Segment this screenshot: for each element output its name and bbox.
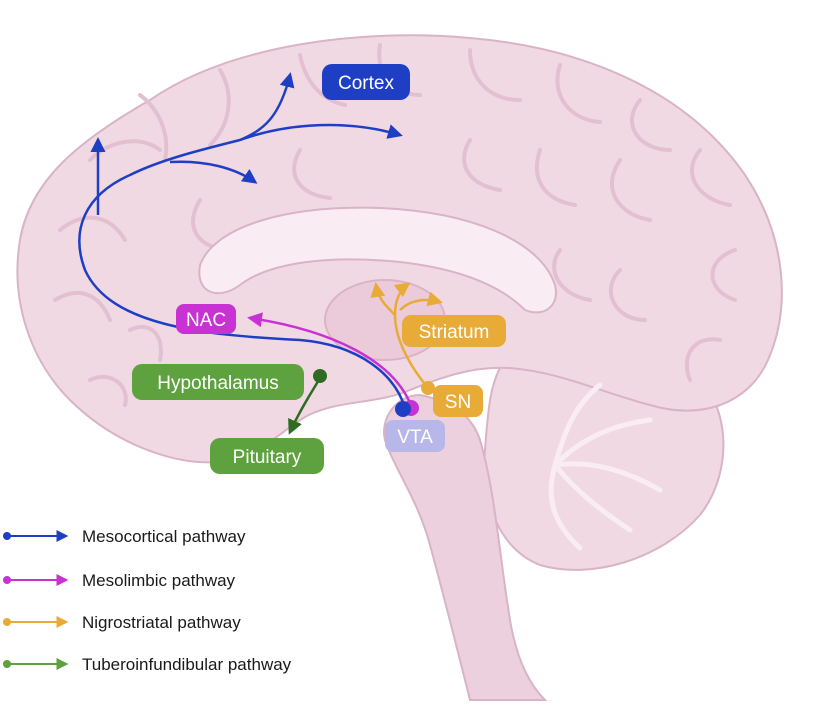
nac-label: NAC	[176, 304, 236, 334]
sn-label-text: SN	[445, 392, 471, 413]
nac-label-box	[176, 304, 236, 334]
legend-item-mesolimbic: Mesolimbic pathway	[3, 571, 236, 590]
legend-label-mesolimbic: Mesolimbic pathway	[82, 571, 236, 590]
sn-label-box	[433, 385, 483, 417]
pituitary-label-box	[210, 438, 324, 474]
pituitary-label: Pituitary	[210, 438, 324, 474]
vta-label: VTA	[385, 420, 445, 452]
mesocortical-upper-branch	[239, 123, 403, 142]
vta-label-text: VTA	[397, 427, 433, 448]
nigrostriatal-main-trunk	[393, 314, 429, 389]
striatum-label: Striatum	[402, 315, 506, 347]
legend-label-tuberoinfundibular: Tuberoinfundibular pathway	[82, 655, 292, 674]
pituitary-label-text: Pituitary	[233, 447, 302, 468]
nigrostriatal-branch-left	[370, 282, 396, 316]
striatum-label-text: Striatum	[419, 322, 490, 343]
cortex-label-text: Cortex	[338, 73, 394, 94]
hypothalamus-label-box	[132, 364, 304, 400]
mesocortical-pathway	[78, 72, 407, 409]
region-labels: Cortex NAC Striatum Hypothalamus SN VTA …	[132, 64, 506, 474]
legend-item-mesocortical: Mesocortical pathway	[3, 527, 246, 546]
cortex-label-box	[322, 64, 410, 100]
brain-illustration	[16, 34, 783, 701]
striatum-label-box	[402, 315, 506, 347]
corpus-callosum	[198, 206, 557, 314]
nigrostriatal-origin-dot	[421, 381, 435, 395]
tuberoinfundibular-origin-dot	[313, 369, 327, 383]
mesolimbic-pathway	[247, 312, 414, 409]
nac-label-text: NAC	[186, 310, 226, 331]
hypothalamus-label-text: Hypothalamus	[157, 373, 278, 394]
legend-label-nigrostriatal: Nigrostriatal pathway	[82, 613, 241, 632]
legend-label-mesocortical: Mesocortical pathway	[82, 527, 246, 546]
nigrostriatal-branch-right	[399, 291, 443, 311]
legend: Mesocortical pathway Mesolimbic pathway …	[3, 527, 292, 674]
vta-label-box	[385, 420, 445, 452]
legend-item-nigrostriatal: Nigrostriatal pathway	[3, 613, 241, 632]
cortex-label: Cortex	[322, 64, 410, 100]
nigrostriatal-pathway	[370, 282, 443, 389]
legend-item-tuberoinfundibular: Tuberoinfundibular pathway	[3, 655, 292, 674]
mesocortical-origin-dot	[395, 401, 411, 417]
cerebellum-folia	[548, 382, 663, 551]
nigrostriatal-branch-mid	[393, 282, 411, 316]
hypothalamus-label: Hypothalamus	[132, 364, 304, 400]
sn-label: SN	[433, 385, 483, 417]
mesocortical-lower-branch	[169, 160, 258, 184]
